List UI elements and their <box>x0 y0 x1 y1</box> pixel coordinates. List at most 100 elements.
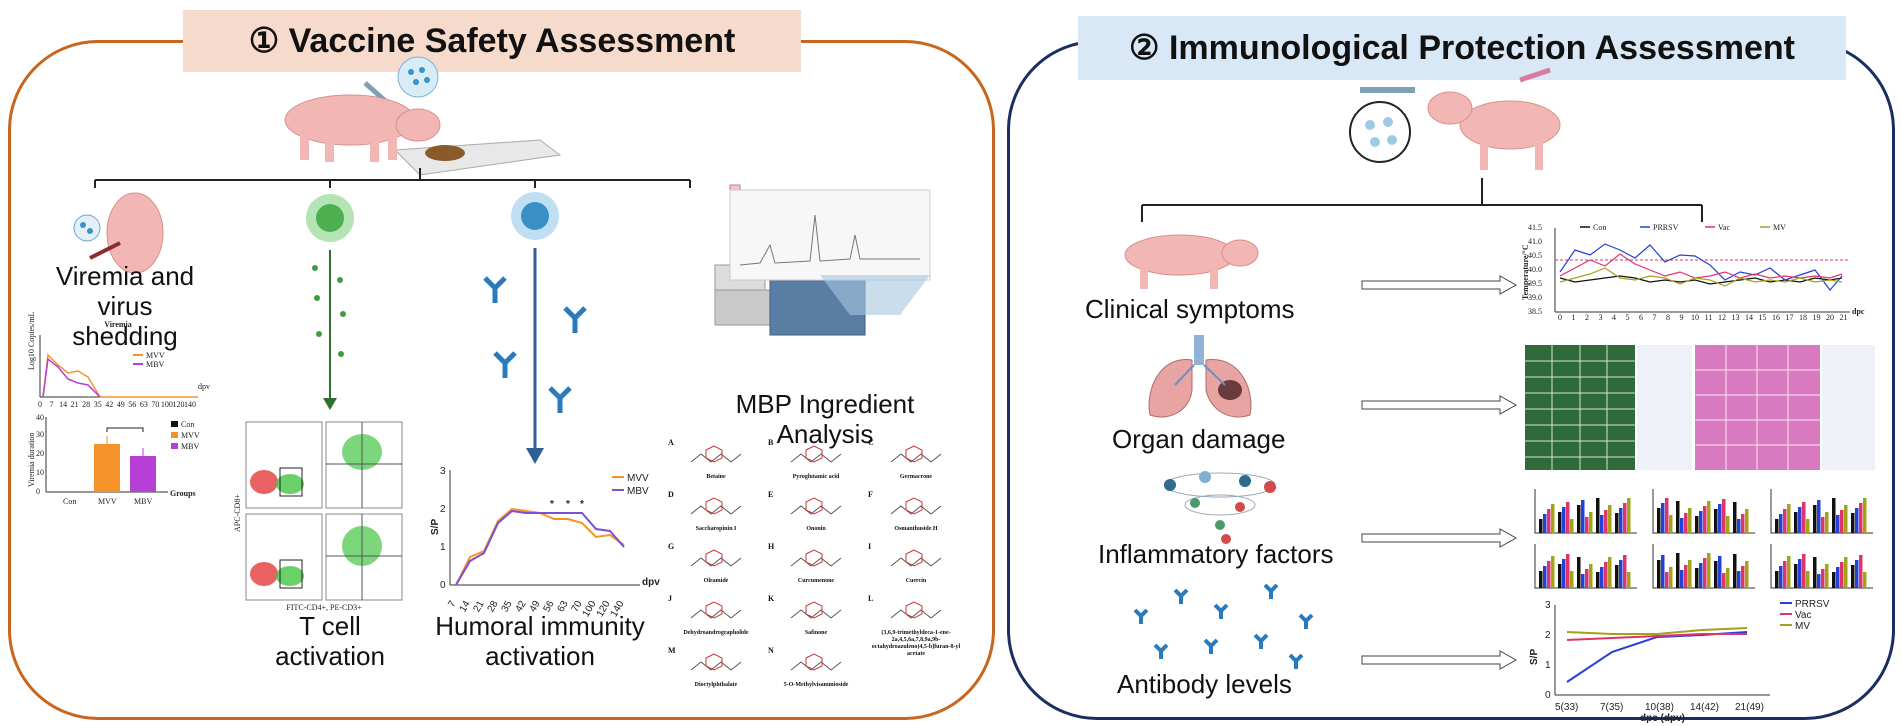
viremia-xtick: 120 <box>172 400 184 409</box>
antibody-ylabel: S/P <box>1529 649 1540 665</box>
humoral-xtick: 56 <box>542 599 557 615</box>
temp-xtick: 16 <box>1772 313 1780 322</box>
antibody-legend-vac: Vac <box>1795 610 1812 621</box>
cytokine-bar <box>1657 560 1661 588</box>
molecule-structure-icon <box>790 497 842 515</box>
antibody-cat-3: 14(42) <box>1690 702 1719 713</box>
viremia-xtick: 42 <box>105 400 113 409</box>
molecule-structure-icon <box>690 601 742 619</box>
humoral-xtick: 35 <box>500 599 515 615</box>
compound-name: Oleamide <box>703 578 729 584</box>
cytokine-bar <box>1566 554 1570 588</box>
cytokine-bar <box>1665 572 1669 588</box>
small-pig-injection-illustration <box>73 192 164 274</box>
cytokine-bar <box>1783 509 1787 533</box>
cytokine-mini-chart <box>1770 489 1873 534</box>
inflammatory-network-icon <box>1164 471 1276 544</box>
cytokine-bar <box>1589 512 1593 533</box>
cytokine-bar <box>1707 553 1711 588</box>
cytokine-bar <box>1699 511 1703 533</box>
cytokine-bar <box>1851 513 1855 533</box>
compound-name: Osmanthuside H <box>894 526 938 532</box>
temp-legend-con: Con <box>1593 223 1606 232</box>
cytokine-bar <box>1844 505 1848 533</box>
cytokine-bar <box>1783 561 1787 588</box>
mbp-instrument-illustration <box>714 184 931 336</box>
cytokine-bar <box>1817 574 1821 588</box>
duration-cat-mvv: MVV <box>98 497 117 506</box>
compound-letter: D <box>668 490 674 499</box>
cytokine-bar <box>1581 500 1585 533</box>
temp-xtick: 14 <box>1745 313 1753 322</box>
cytokine-bar <box>1577 557 1581 588</box>
cytokine-bar <box>1707 501 1711 533</box>
compound-letter: M <box>668 646 676 655</box>
temp-xtick: 3 <box>1599 313 1603 322</box>
humoral-xtick: 7 <box>446 599 459 610</box>
cytokine-bar <box>1608 505 1612 533</box>
temp-xtick: 15 <box>1759 313 1767 322</box>
temp-xtick: 4 <box>1612 313 1616 322</box>
compound-name: Pyroglutamic acid <box>792 474 840 480</box>
inflammatory-arrow <box>1361 528 1518 548</box>
compound-name: (3,6,9-trimethyldeca-1-ene-2a,4,5,6a,7,8… <box>871 630 961 657</box>
cytokine-bar <box>1570 571 1574 588</box>
cytokine-bar-chart-grid <box>1534 489 1873 589</box>
cytokine-bar <box>1737 519 1741 533</box>
cytokine-bar <box>1577 505 1581 533</box>
cytokine-bar <box>1787 504 1791 533</box>
cytokine-bar <box>1806 519 1810 533</box>
temp-ytick: 40.5 <box>1528 251 1542 260</box>
cytokine-bar <box>1863 572 1867 588</box>
temp-ytick: 38.5 <box>1528 307 1542 316</box>
antibody-levels-label: Antibody levels <box>1117 669 1292 699</box>
temp-xtick: 19 <box>1813 313 1821 322</box>
humoral-illustration <box>483 192 587 464</box>
molecule-structure-icon <box>790 653 842 671</box>
humoral-star-2: * <box>566 499 570 510</box>
mv-temp-series <box>1559 267 1843 287</box>
flow-ylabel: APC-CD8+ <box>233 494 242 532</box>
compound-letter: F <box>868 490 873 499</box>
temp-ytick: 41.0 <box>1528 237 1542 246</box>
cytokine-bar <box>1547 509 1551 533</box>
antibody-ytick-0: 0 <box>1545 690 1551 701</box>
cytokine-bar <box>1680 570 1684 588</box>
virus-particles-icon <box>1349 101 1411 163</box>
cytokine-mini-chart <box>1652 544 1755 589</box>
cytokine-bar <box>1585 569 1589 588</box>
compound-cell: F Osmanthuside H <box>868 490 964 540</box>
cytokine-bar <box>1680 518 1684 533</box>
lungs-icon <box>1148 335 1252 418</box>
vaccine-safety-title: ① Vaccine Safety Assessment <box>183 10 801 72</box>
cytokine-bar <box>1825 564 1829 588</box>
duration-ytick-3: 30 <box>36 430 44 439</box>
cytokine-bar <box>1779 566 1783 588</box>
cytokine-bar <box>1627 498 1631 533</box>
cytokine-bar <box>1844 557 1848 588</box>
cytokine-bar <box>1836 567 1840 588</box>
cytokine-bar <box>1604 510 1608 533</box>
cytokine-bar <box>1714 561 1718 588</box>
cytokine-bar <box>1832 572 1836 588</box>
compound-name: Cuercin <box>905 578 927 584</box>
cytokine-bar <box>1779 514 1783 533</box>
temp-xtick: 17 <box>1786 313 1794 322</box>
duration-bar-mbv <box>130 456 156 492</box>
cytokine-bar <box>1676 501 1680 533</box>
duration-legend-mbv: MBV <box>181 442 199 451</box>
humoral-xtick: 49 <box>528 599 543 615</box>
cytokine-bar <box>1775 571 1779 588</box>
cytokine-bar <box>1813 505 1817 533</box>
mvv-sp-series <box>455 507 625 586</box>
cytokine-bar <box>1699 563 1703 588</box>
cytokine-bar <box>1703 506 1707 533</box>
cytokine-bar <box>1676 553 1680 588</box>
cytokine-bar <box>1695 568 1699 588</box>
cytokine-bar <box>1551 556 1555 588</box>
duration-ytick-4: 40 <box>36 413 44 422</box>
